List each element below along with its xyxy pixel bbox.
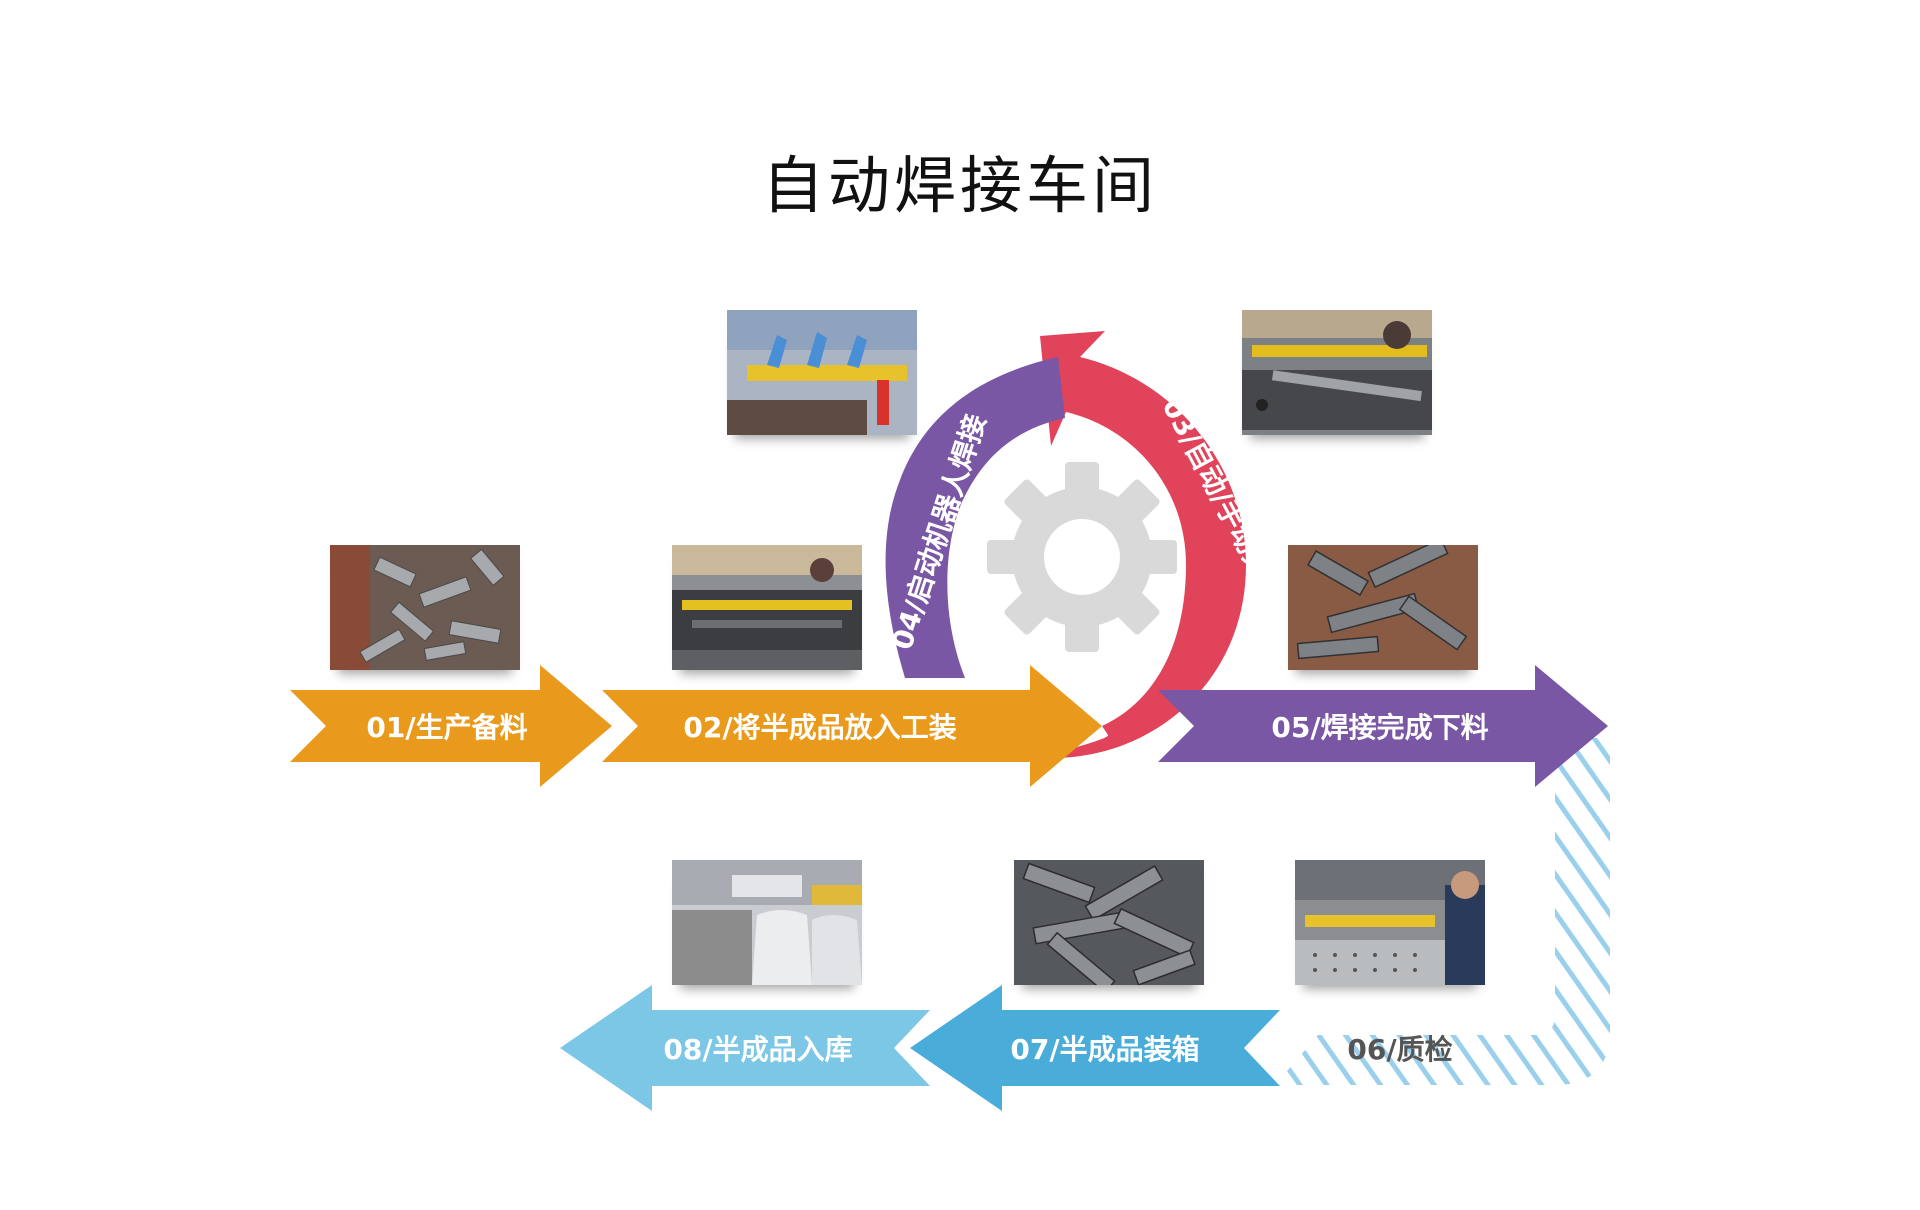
photo-unloading xyxy=(1288,545,1478,670)
step-label-07: 07/半成品装箱 xyxy=(1010,1033,1199,1066)
photo-clamping xyxy=(1242,310,1432,435)
photo-warehousing xyxy=(672,860,862,985)
page-title: 自动焊接车间 xyxy=(761,149,1158,222)
step-label-08: 08/半成品入库 xyxy=(663,1033,852,1066)
photo-fixture-loading xyxy=(672,545,862,670)
step-label-05: 05/焊接完成下料 xyxy=(1271,711,1488,744)
cycle-arc-clamping xyxy=(1040,331,1246,758)
step-label-01: 01/生产备料 xyxy=(366,711,527,744)
photo-robot-welding xyxy=(727,310,917,435)
return-connector xyxy=(1275,738,1610,1085)
arrow-step-07 xyxy=(910,985,1280,1111)
arrow-step-02 xyxy=(602,665,1102,787)
step-label-02: 02/将半成品放入工装 xyxy=(683,711,956,744)
photo-material-prep xyxy=(330,545,520,670)
step-label-06: 06/质检 xyxy=(1347,1033,1452,1066)
arrow-step-01 xyxy=(290,665,612,787)
arrow-step-05 xyxy=(1158,665,1608,787)
arrow-step-08 xyxy=(560,985,930,1111)
cycle-arc-robot-welding xyxy=(885,357,1065,678)
photo-packing xyxy=(1014,860,1204,985)
gear-icon xyxy=(987,462,1177,652)
photo-inspection xyxy=(1295,860,1485,985)
